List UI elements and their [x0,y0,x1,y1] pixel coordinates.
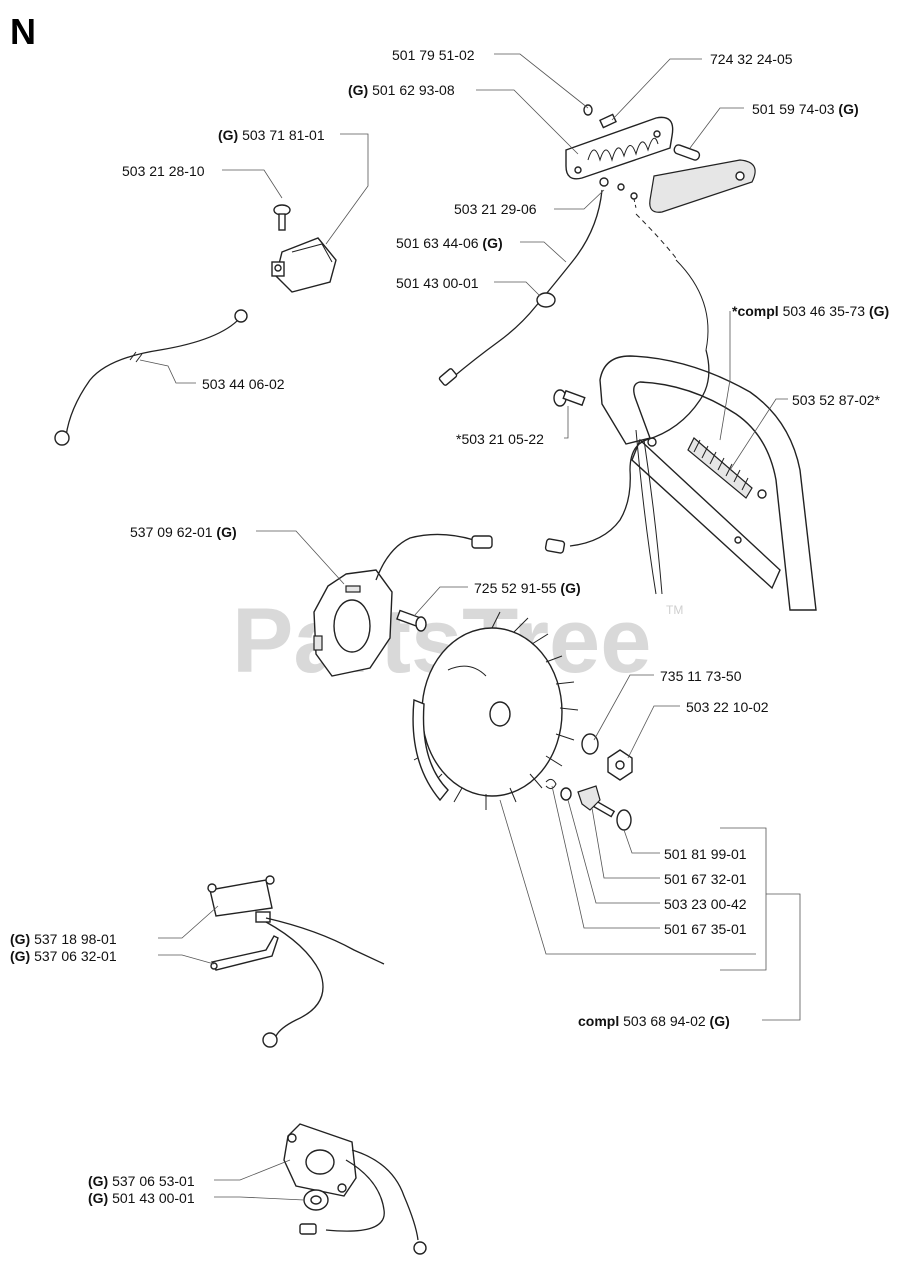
label-724-32-24-05: 724 32 24-05 [710,51,793,67]
ground-strap-icon [210,935,279,971]
screw-icon [273,204,291,231]
screw-icon [396,609,427,632]
leader-lines [139,53,801,1201]
ignition-coil-icon [207,875,385,1048]
label-537-06-53-01: (G) 537 06 53-01 [88,1173,195,1189]
stator-icon [313,533,493,677]
label-503-44-06-02: 503 44 06-02 [202,376,285,392]
label-503-21-05-22: *503 21 05-22 [456,431,544,447]
label-503-68-94-02: compl 503 68 94-02 (G) [578,1013,730,1029]
label-501-43-00-01-bottom: (G) 501 43 00-01 [88,1190,195,1206]
heater-pin-icon [673,144,701,161]
section-letter: N [10,11,36,52]
grommet-icon [303,1189,329,1211]
label-503-23-00-42: 503 23 00-42 [664,896,747,912]
ignition-switch-icon [271,237,337,293]
label-501-59-74-03: 501 59 74-03 (G) [752,101,859,117]
label-501-81-99-01: 501 81 99-01 [664,846,747,862]
handle-grip-icon [649,159,756,213]
ignition-module-icon [283,1123,427,1255]
screw-icon [592,800,632,831]
label-725-52-91-55: 725 52 91-55 (G) [474,580,581,596]
label-501-63-44-06: 501 63 44-06 (G) [396,235,503,251]
label-503-52-87-02: 503 52 87-02* [792,392,881,408]
label-537-18-98-01: (G) 537 18 98-01 [10,931,117,947]
label-503-21-29-06: 503 21 29-06 [454,201,537,217]
watermark-tm: TM [666,603,683,617]
label-501-79-51-02: 501 79 51-02 [392,47,475,63]
label-503-21-28-10: 503 21 28-10 [122,163,205,179]
flywheel-icon [412,611,579,810]
label-501-62-93-08: (G) 501 62 93-08 [348,82,455,98]
label-537-06-32-01: (G) 537 06 32-01 [10,948,117,964]
pawl-icon [577,785,601,811]
label-503-46-35-73: *compl 503 46 35-73 (G) [732,303,889,319]
label-501-43-00-01-top: 501 43 00-01 [396,275,479,291]
washer-icon [560,787,572,801]
nut-icon [607,749,633,781]
washer-icon [581,733,599,755]
label-735-11-73-50: 735 11 73-50 [660,668,742,684]
screw-icon [553,389,586,407]
ground-wire-icon [54,309,248,446]
label-501-67-35-01: 501 67 35-01 [664,921,747,937]
heater-wire-icon [438,189,603,386]
screw-icon [583,104,617,129]
label-501-67-32-01: 501 67 32-01 [664,871,747,887]
label-503-71-81-01: (G) 503 71 81-01 [218,127,325,143]
label-503-22-10-02: 503 22 10-02 [686,699,769,715]
label-537-09-62-01: 537 09 62-01 (G) [130,524,237,540]
handle-bar-icon [599,355,817,611]
spring-icon [545,778,557,790]
heater-plate-icon [565,116,674,180]
spring-icon [687,437,767,499]
